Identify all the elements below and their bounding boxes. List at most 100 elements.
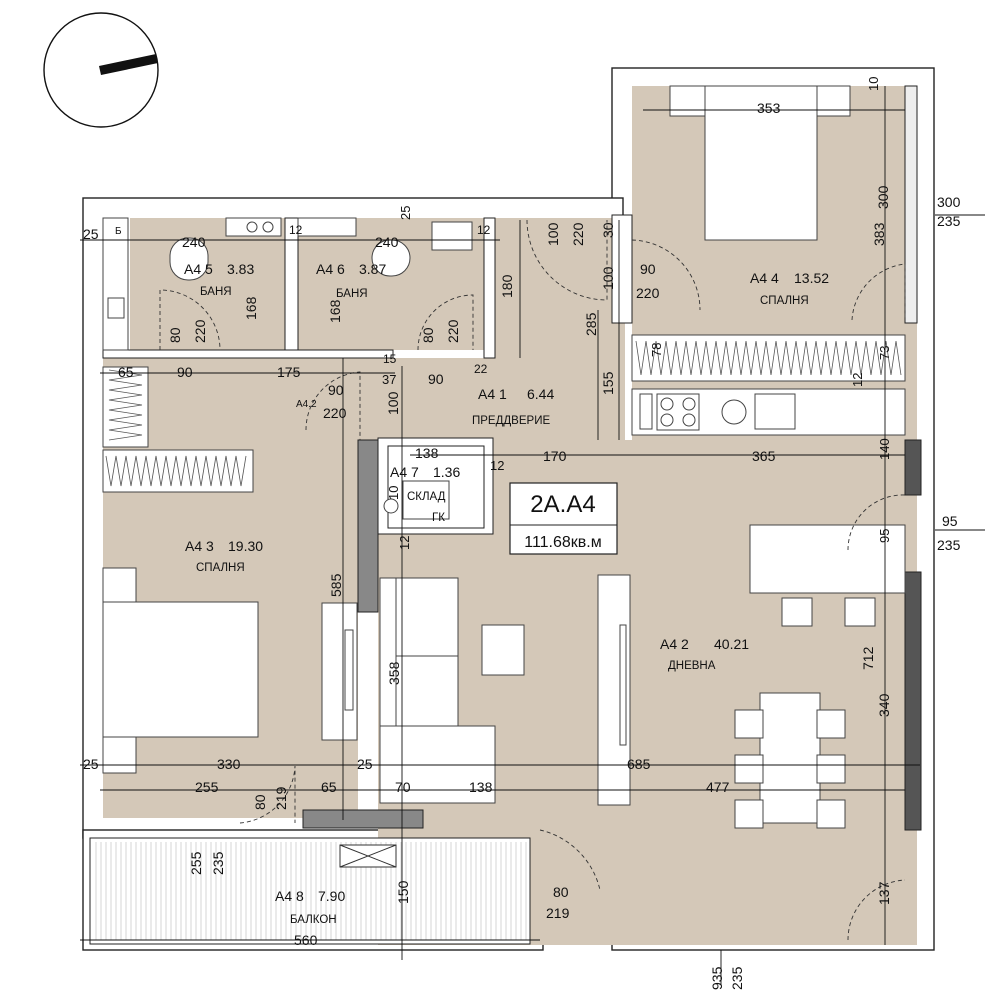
dim-text: 95 — [942, 513, 958, 529]
dim-text: 585 — [328, 573, 344, 597]
room-area: 3.83 — [227, 261, 254, 277]
dim-text: 235 — [210, 851, 226, 875]
dim-text: 235 — [729, 966, 745, 990]
dim-text: 90 — [177, 364, 193, 380]
dim-text: 255 — [188, 851, 204, 875]
dimension-texts-vertical: 383 300 100 220 30 100 285 155 78 73 12 … — [167, 185, 892, 990]
dim-text: 477 — [706, 779, 730, 795]
dim-text: 168 — [327, 299, 343, 323]
room-name: БАЛКОН — [290, 914, 337, 926]
room-name: ДНЕВНА — [668, 660, 716, 672]
dim-text: 30 — [600, 222, 616, 238]
room-number: A4 6 — [316, 261, 345, 277]
dim-text: 220 — [636, 285, 660, 301]
wardrobe-hatch — [105, 340, 902, 487]
double-bed-a4-3 — [102, 567, 259, 774]
room-number: A4 3 — [185, 538, 214, 554]
dim-text: 175 — [277, 364, 301, 380]
dim-text: 220 — [445, 319, 461, 343]
dim-text: 220 — [192, 319, 208, 343]
dim-text: 12 — [477, 223, 491, 237]
dim-text: 220 — [570, 222, 586, 246]
storage-closet — [383, 445, 485, 529]
room-area: 13.52 — [794, 270, 829, 286]
dimension-texts: 353 300 235 90 220 25 240 12 240 12 65 9… — [83, 77, 961, 948]
dim-text: 330 — [217, 756, 241, 772]
room-labels: A4 1 6.44 ПРЕДДВЕРИЕ A4 2 40.21 ДНЕВНА A… — [184, 261, 829, 926]
sofa — [379, 577, 496, 804]
dim-text: 383 — [871, 222, 887, 246]
dim-text: 15 — [383, 352, 397, 366]
dim-text: 90 — [328, 382, 344, 398]
room-name: БАНЯ — [200, 286, 232, 298]
room-name: БАНЯ — [336, 288, 368, 300]
room-area: 19.30 — [228, 538, 263, 554]
dim-text: 25 — [83, 756, 99, 772]
dining-table — [734, 692, 846, 829]
dim-text: 22 — [474, 362, 488, 376]
kitchen-counter — [631, 388, 906, 436]
dim-text: 140 — [877, 438, 892, 460]
room-number: A4 8 — [275, 888, 304, 904]
unit-area: 111.68кв.м — [524, 534, 602, 551]
dim-text: 220 — [323, 405, 347, 421]
dimension-lines — [80, 86, 985, 985]
dim-text: 80 — [420, 327, 436, 343]
dim-text: 358 — [386, 661, 402, 685]
dim-text: 12 — [850, 373, 865, 387]
dim-text: 10 — [866, 77, 881, 91]
dim-text: 90 — [428, 371, 444, 387]
room-area: 7.90 — [318, 888, 345, 904]
dim-text: 12 — [397, 536, 412, 550]
dim-text: 219 — [546, 905, 570, 921]
dim-text: 65 — [118, 364, 134, 380]
room-note: ГК — [432, 512, 445, 524]
dim-text: 155 — [600, 371, 616, 395]
wardrobe-zigzag — [108, 369, 143, 441]
dim-text: 100 — [385, 391, 401, 415]
unit-id: 2A.A4 — [530, 491, 595, 518]
balcony-hatch — [95, 842, 527, 940]
room-name: СПАЛНЯ — [760, 295, 809, 307]
dim-text: 235 — [937, 537, 961, 553]
room-name: СПАЛНЯ — [196, 562, 245, 574]
dim-text: 37 — [382, 372, 396, 387]
dim-text: 300 — [875, 185, 891, 209]
room-area: 1.36 — [433, 464, 460, 480]
room-area: 6.44 — [527, 386, 554, 402]
dim-text: 80 — [553, 884, 569, 900]
dim-text: 138 — [415, 445, 439, 461]
dim-text: 150 — [395, 880, 411, 904]
dim-text: 73 — [877, 346, 892, 360]
dim-text: 12 — [490, 458, 504, 473]
dim-text: 168 — [243, 296, 259, 320]
dim-text: 90 — [640, 261, 656, 277]
room-number: A4 1 — [478, 386, 507, 402]
dim-text: 65 — [321, 779, 337, 795]
room-name: ПРЕДДВЕРИЕ — [472, 415, 550, 427]
room-area: 3.87 — [359, 261, 386, 277]
dim-text: 70 — [395, 779, 411, 795]
dim-text: 137 — [876, 881, 892, 905]
dim-text: 240 — [375, 234, 399, 250]
dim-text: 25 — [83, 226, 99, 242]
unit-label: 2A.A4 111.68кв.м — [509, 482, 618, 555]
dim-text: 170 — [543, 448, 567, 464]
corridor-label: A4.2 — [296, 399, 317, 410]
dim-text: 219 — [273, 786, 289, 810]
dim-text: 138 — [469, 779, 493, 795]
dim-text: 353 — [757, 100, 781, 116]
coffee-table — [481, 624, 525, 676]
dim-text: 25 — [398, 206, 413, 220]
dim-text: 255 — [195, 779, 219, 795]
dim-text: 80 — [252, 794, 268, 810]
vent-mark — [339, 844, 397, 868]
dim-text: 10 — [386, 486, 401, 500]
wardrobe-zigzag — [635, 340, 902, 376]
dim-text: 240 — [182, 234, 206, 250]
dim-text: 80 — [167, 327, 183, 343]
boiler-label: Б — [115, 226, 122, 237]
dim-text: 180 — [499, 274, 515, 298]
room-number: A4 5 — [184, 261, 213, 277]
